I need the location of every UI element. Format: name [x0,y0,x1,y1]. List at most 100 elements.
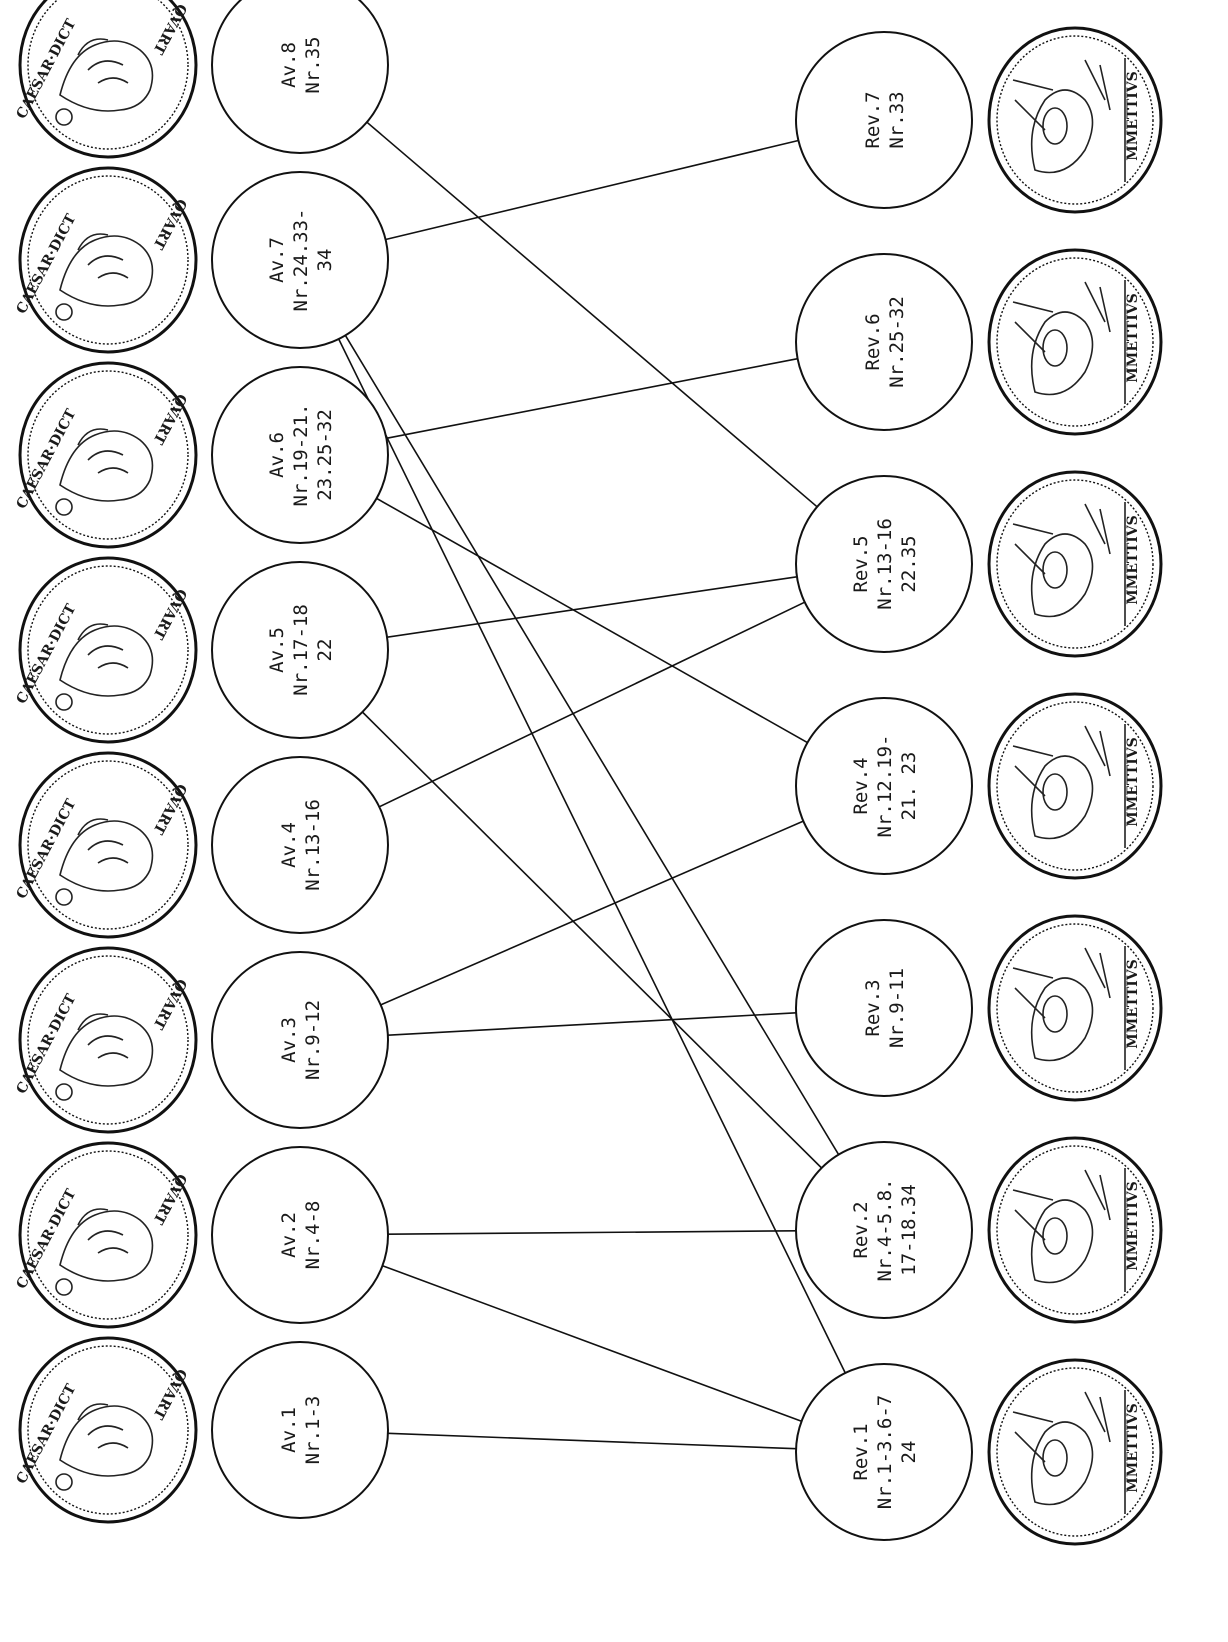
obverse-die-label-line: Av.8 [278,42,300,88]
obverse-die-label-line: Av.2 [278,1212,300,1258]
obverse-die-label-line: 34 [314,249,336,272]
reverse-coin-legend: MMETTIVS [1125,1181,1141,1271]
reverse-die-label-line: Nr.33 [886,91,908,148]
obverse-coin-av8: CAESAR·DICTQVART [13,0,196,157]
obverse-die-label-line: Nr.35 [302,36,324,93]
reverse-die-label-line: 21. 23 [898,752,920,821]
obverse-die-label-line: 22 [314,639,336,662]
obverse-die-label-line: Av.5 [266,627,288,673]
link-av7-rev2 [345,335,838,1154]
reverse-die-label-line: Nr.25-32 [886,296,908,388]
obverse-die-label-line: Av.6 [266,432,288,478]
reverse-coin-drawings: MMETTIVS MMETTIVS MMETTIVS MMETTIVS MMETTIVS… [989,28,1161,1544]
obverse-die-circle [212,1147,388,1323]
link-av7-rev1 [339,339,846,1373]
reverse-coin-rev1: MMETTIVS [989,1360,1161,1544]
obverse-die-label-line: Nr.9-12 [302,1000,324,1080]
reverse-die-label-line: Rev.7 [862,91,884,148]
reverse-die-label-line: Nr.12.19- [874,735,896,838]
reverse-die-label-line: Rev.2 [850,1201,872,1258]
reverse-die-label-line: Rev.3 [862,979,884,1036]
obverse-die-label-line: Av.4 [278,822,300,868]
reverse-die-label-line: Rev.4 [850,757,872,814]
reverse-die-label-line: Nr.9-11 [886,968,908,1048]
link-av6-rev6 [386,359,797,439]
obverse-die-label-line: Av.7 [266,237,288,283]
obverse-coin-av2: CAESAR·DICTQVART [13,1143,196,1327]
obverse-die-label-line: Nr.17-18 [290,604,312,696]
link-av3-rev3 [388,1013,796,1035]
link-av5-rev2 [362,712,821,1168]
obverse-die-circle [212,952,388,1128]
obverse-die-nodes: Av.1Nr.1-3 Av.2Nr.4-8 Av.3Nr.9-12 Av.4Nr.13… [212,0,388,1518]
obverse-die-circle [212,757,388,933]
link-av7-rev7 [386,141,799,240]
reverse-coin-legend: MMETTIVS [1125,71,1141,161]
link-av2-rev2 [388,1231,796,1234]
die-links [339,122,846,1449]
obverse-die-label-line: Av.1 [278,1407,300,1453]
obverse-coin-av6: CAESAR·DICTQVART [13,363,196,547]
link-av1-rev1 [388,1433,796,1448]
link-av8-rev5 [367,122,817,507]
obverse-die-label-line: Av.3 [278,1017,300,1063]
obverse-die-label-line: Nr.13-16 [302,799,324,891]
reverse-die-label-line: 22.35 [898,535,920,592]
obverse-coin-av3: CAESAR·DICTQVART [13,948,196,1132]
reverse-die-nodes: Rev.1Nr.1-3.6-724Rev.2Nr.4-5.8.17-18.34R… [796,32,972,1540]
reverse-die-label-line: Rev.6 [862,313,884,370]
reverse-die-label-line: Nr.13-16 [874,518,896,610]
reverse-die-label-line: Rev.1 [850,1423,872,1480]
reverse-coin-legend: MMETTIVS [1125,515,1141,605]
reverse-coin-legend: MMETTIVS [1125,959,1141,1049]
reverse-coin-rev7: MMETTIVS [989,28,1161,212]
obverse-die-circle [212,1342,388,1518]
obverse-die-label-line: Nr.19-21. [290,404,312,507]
link-av6-rev4 [377,498,808,742]
link-av5-rev5 [387,577,797,637]
reverse-die-label-line: Nr.4-5.8. [874,1179,896,1282]
reverse-coin-rev6: MMETTIVS [989,250,1161,434]
reverse-coin-rev5: MMETTIVS [989,472,1161,656]
reverse-die-circle [796,920,972,1096]
reverse-die-label-line: 24 [898,1441,920,1464]
obverse-die-label-line: 23.25-32 [314,409,336,501]
link-av2-rev1 [383,1266,802,1422]
reverse-die-circle [796,254,972,430]
reverse-coin-legend: MMETTIVS [1125,737,1141,827]
link-av3-rev4 [381,821,804,1005]
obverse-die-label-line: Nr.1-3 [302,1396,324,1465]
reverse-die-label-line: Rev.5 [850,535,872,592]
reverse-coin-rev2: MMETTIVS [989,1138,1161,1322]
reverse-coin-legend: MMETTIVS [1125,1403,1141,1493]
reverse-die-label-line: Nr.1-3.6-7 [874,1395,896,1509]
reverse-die-label-line: 17-18.34 [898,1184,920,1276]
reverse-die-circle [796,32,972,208]
obverse-coin-drawings: CAESAR·DICTQVARTCAESAR·DICTQVARTCAESAR·D… [13,0,196,1522]
obverse-die-label-line: Nr.24.33- [290,209,312,312]
reverse-coin-legend: MMETTIVS [1125,293,1141,383]
obverse-die-circle [212,0,388,153]
obverse-die-label-line: Nr.4-8 [302,1201,324,1270]
reverse-coin-rev4: MMETTIVS [989,694,1161,878]
